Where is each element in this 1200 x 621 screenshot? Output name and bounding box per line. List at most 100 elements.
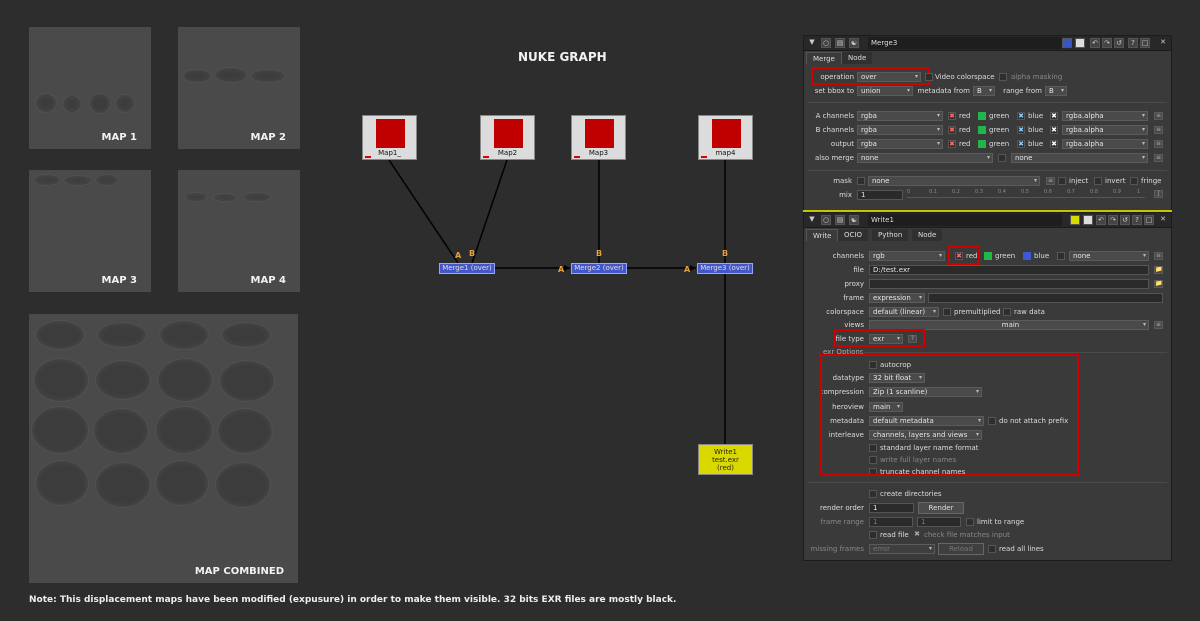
interleave-dropdown[interactable]: channels, layers and views	[869, 430, 982, 440]
read-node-map3[interactable]: Map3	[571, 115, 626, 160]
undo-icon[interactable]: ↶	[1090, 38, 1100, 48]
file-input[interactable]: D:/test.exr	[869, 265, 1149, 275]
frame-expression-input[interactable]	[928, 293, 1163, 303]
mask-link-icon[interactable]: ≡	[1046, 177, 1055, 185]
float-icon[interactable]: ☯	[849, 215, 859, 225]
video-colorspace-checkbox[interactable]	[925, 73, 933, 81]
out-red-checkbox[interactable]: ✖	[948, 140, 956, 148]
color-picker-icon[interactable]	[1083, 215, 1093, 225]
float-icon[interactable]: ☯	[849, 38, 859, 48]
b-link-icon[interactable]: ≡	[1154, 126, 1163, 134]
metadata-from-dropdown[interactable]: B	[973, 86, 995, 96]
file-browse-icon[interactable]: 📁	[1154, 266, 1163, 274]
merge-node-merge1[interactable]: Merge1 (over)	[439, 263, 495, 274]
fringe-checkbox[interactable]	[1130, 177, 1138, 185]
channels-dropdown[interactable]: rgb	[869, 251, 945, 261]
do-not-attach-checkbox[interactable]	[988, 417, 996, 425]
channel-extra-dropdown[interactable]: none	[1069, 251, 1149, 261]
autocrop-checkbox[interactable]	[869, 361, 877, 369]
revert-icon[interactable]: ↺	[1114, 38, 1124, 48]
film-icon[interactable]: ▤	[835, 38, 845, 48]
proxy-input[interactable]	[869, 279, 1149, 289]
read-all-lines-checkbox[interactable]	[988, 545, 996, 553]
merge-node-merge2[interactable]: Merge2 (over)	[571, 263, 627, 274]
a-channels-dropdown[interactable]: rgba	[857, 111, 943, 121]
alpha-masking-checkbox[interactable]	[999, 73, 1007, 81]
read-node-map4[interactable]: map4	[698, 115, 753, 160]
float-panel-icon[interactable]: □	[1140, 38, 1150, 48]
read-node-map2[interactable]: Map2	[480, 115, 535, 160]
channel-blue-swatch[interactable]	[1023, 252, 1031, 260]
also-merge-checkbox[interactable]	[998, 154, 1006, 162]
out-alpha-checkbox[interactable]: ✖	[1050, 140, 1058, 148]
frame-range-end-input[interactable]: 1	[917, 517, 961, 527]
center-node-icon[interactable]: ○	[821, 215, 831, 225]
operation-dropdown[interactable]: over	[857, 72, 921, 82]
b-green-swatch[interactable]	[978, 126, 986, 134]
also-merge-dropdown[interactable]: none	[857, 153, 993, 163]
channel-red-checkbox[interactable]: ✖	[955, 252, 963, 260]
b-alpha-checkbox[interactable]: ✖	[1050, 126, 1058, 134]
views-dropdown[interactable]: main	[869, 320, 1149, 330]
out-green-swatch[interactable]	[978, 140, 986, 148]
mix-input[interactable]: 1	[857, 190, 903, 200]
write-full-layer-checkbox[interactable]	[869, 456, 877, 464]
reload-button[interactable]: Reload	[938, 543, 984, 555]
b-blue-checkbox[interactable]: ✖	[1017, 126, 1025, 134]
mask-dropdown[interactable]: none	[868, 176, 1040, 186]
a-link-icon[interactable]: ≡	[1154, 112, 1163, 120]
tab-write[interactable]: Write	[806, 229, 839, 241]
color-picker-icon[interactable]	[1075, 38, 1085, 48]
standard-layer-checkbox[interactable]	[869, 444, 877, 452]
out-alpha-dropdown[interactable]: rgba.alpha	[1062, 139, 1148, 149]
tab-node[interactable]: Node	[842, 52, 873, 64]
merge-node-merge3[interactable]: Merge3 (over)	[697, 263, 753, 274]
b-alpha-dropdown[interactable]: rgba.alpha	[1062, 125, 1148, 135]
a-alpha-checkbox[interactable]: ✖	[1050, 112, 1058, 120]
redo-icon[interactable]: ↷	[1102, 38, 1112, 48]
proxy-browse-icon[interactable]: 📁	[1154, 280, 1163, 288]
redo-icon[interactable]: ↷	[1108, 215, 1118, 225]
read-file-checkbox[interactable]	[869, 531, 877, 539]
mask-checkbox[interactable]	[857, 177, 865, 185]
revert-icon[interactable]: ↺	[1120, 215, 1130, 225]
collapse-icon[interactable]: ▼	[809, 215, 815, 223]
channels-link-icon[interactable]: ≡	[1154, 252, 1163, 260]
node-name-field[interactable]: Write1	[868, 214, 1062, 226]
compression-dropdown[interactable]: Zip (1 scanline)	[869, 387, 982, 397]
also-merge-dropdown-2[interactable]: none	[1011, 153, 1148, 163]
tab-node[interactable]: Node	[912, 229, 943, 241]
film-icon[interactable]: ▤	[835, 215, 845, 225]
close-icon[interactable]: ✕	[1160, 38, 1166, 46]
render-order-input[interactable]: 1	[869, 503, 914, 513]
color-icon[interactable]	[1062, 38, 1072, 48]
a-green-swatch[interactable]	[978, 112, 986, 120]
channel-alpha-checkbox[interactable]	[1057, 252, 1065, 260]
tab-merge[interactable]: Merge	[806, 52, 842, 64]
mix-curve-icon[interactable]: ∫	[1154, 190, 1163, 198]
float-panel-icon[interactable]: □	[1144, 215, 1154, 225]
raw-data-checkbox[interactable]	[1003, 308, 1011, 316]
out-blue-checkbox[interactable]: ✖	[1017, 140, 1025, 148]
tab-python[interactable]: Python	[872, 229, 909, 241]
render-button[interactable]: Render	[918, 502, 964, 514]
close-icon[interactable]: ✕	[1160, 215, 1166, 223]
help-icon[interactable]: ?	[1128, 38, 1138, 48]
help-icon[interactable]: ?	[1132, 215, 1142, 225]
metadata-dropdown[interactable]: default metadata	[869, 416, 984, 426]
file-type-dropdown[interactable]: exr	[869, 334, 903, 344]
range-from-dropdown[interactable]: B	[1045, 86, 1067, 96]
invert-checkbox[interactable]	[1094, 177, 1102, 185]
frame-dropdown[interactable]: expression	[869, 293, 925, 303]
b-red-checkbox[interactable]: ✖	[948, 126, 956, 134]
file-type-help-button[interactable]: ?	[908, 335, 917, 343]
color-icon[interactable]	[1070, 215, 1080, 225]
collapse-icon[interactable]: ▼	[809, 38, 815, 46]
datatype-dropdown[interactable]: 32 bit float	[869, 373, 925, 383]
also-merge-link-icon[interactable]: ≡	[1154, 154, 1163, 162]
tab-ocio[interactable]: OCIO	[838, 229, 868, 241]
out-link-icon[interactable]: ≡	[1154, 140, 1163, 148]
a-red-checkbox[interactable]: ✖	[948, 112, 956, 120]
frame-range-start-input[interactable]: 1	[869, 517, 913, 527]
a-alpha-dropdown[interactable]: rgba.alpha	[1062, 111, 1148, 121]
